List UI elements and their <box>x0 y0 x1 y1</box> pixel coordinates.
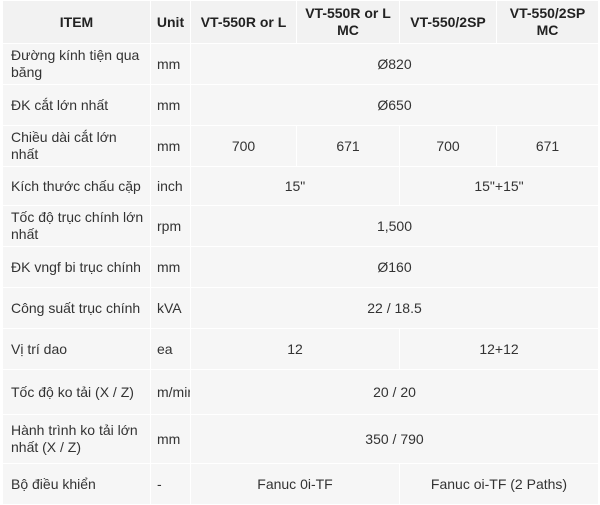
header-row: ITEM Unit VT-550R or L VT-550R or L MC V… <box>2 0 599 44</box>
row-item: Hành trình ko tải lớn nhất (X / Z) <box>2 414 151 464</box>
row-value: 15"+15" <box>399 166 599 206</box>
row-value: Ø820 <box>190 43 599 85</box>
table-row: Kích thước chấu cặp inch 15" 15"+15" <box>2 166 599 206</box>
row-item: Kích thước chấu cặp <box>2 166 151 206</box>
row-unit: mm <box>150 246 191 288</box>
row-item: Đường kính tiện qua băng <box>2 43 151 85</box>
table-row: Bộ điều khiển - Fanuc 0i-TF Fanuc oi-TF … <box>2 463 599 505</box>
row-unit: - <box>150 463 191 505</box>
row-value: 22 / 18.5 <box>190 287 599 329</box>
table-row: Vị trí dao ea 12 12+12 <box>2 328 599 370</box>
row-value: 15" <box>190 166 400 206</box>
table-row: Chiều dài cắt lớn nhất mm 700 671 700 67… <box>2 125 599 167</box>
header-item: ITEM <box>2 0 151 44</box>
header-model-4: VT-550/2SP MC <box>496 0 599 44</box>
row-item: Vị trí dao <box>2 328 151 370</box>
row-unit: mm <box>150 414 191 464</box>
row-unit: m/min <box>150 369 191 415</box>
row-item: Chiều dài cắt lớn nhất <box>2 125 151 167</box>
header-unit: Unit <box>150 0 191 44</box>
row-unit: rpm <box>150 205 191 247</box>
row-unit: ea <box>150 328 191 370</box>
row-unit: mm <box>150 125 191 167</box>
row-value: 12+12 <box>399 328 599 370</box>
table-row: Hành trình ko tải lớn nhất (X / Z) mm 35… <box>2 414 599 464</box>
table-row: ĐK vngf bi trục chính mm Ø160 <box>2 246 599 288</box>
row-item: Tốc độ ko tải (X / Z) <box>2 369 151 415</box>
row-value: 671 <box>496 125 599 167</box>
table-row: ĐK cắt lớn nhất mm Ø650 <box>2 84 599 126</box>
row-value: Ø160 <box>190 246 599 288</box>
row-value: Fanuc oi-TF (2 Paths) <box>399 463 599 505</box>
table-row: Tốc độ trục chính lớn nhất rpm 1,500 <box>2 205 599 247</box>
row-value: 671 <box>296 125 400 167</box>
header-model-1: VT-550R or L <box>190 0 297 44</box>
header-model-2: VT-550R or L MC <box>296 0 400 44</box>
row-value: 1,500 <box>190 205 599 247</box>
row-value: Fanuc 0i-TF <box>190 463 400 505</box>
row-value: 12 <box>190 328 400 370</box>
row-value: 700 <box>399 125 497 167</box>
header-model-3: VT-550/2SP <box>399 0 497 44</box>
row-value: 700 <box>190 125 297 167</box>
row-unit: mm <box>150 43 191 85</box>
row-item: ĐK vngf bi trục chính <box>2 246 151 288</box>
row-value: Ø650 <box>190 84 599 126</box>
row-unit: mm <box>150 84 191 126</box>
table-row: Công suất trục chính kVA 22 / 18.5 <box>2 287 599 329</box>
row-unit: inch <box>150 166 191 206</box>
row-item: Tốc độ trục chính lớn nhất <box>2 205 151 247</box>
row-value: 350 / 790 <box>190 414 599 464</box>
row-value: 20 / 20 <box>190 369 599 415</box>
row-item: Bộ điều khiển <box>2 463 151 505</box>
row-item: Công suất trục chính <box>2 287 151 329</box>
row-unit: kVA <box>150 287 191 329</box>
table-row: Đường kính tiện qua băng mm Ø820 <box>2 43 599 85</box>
row-item: ĐK cắt lớn nhất <box>2 84 151 126</box>
table-row: Tốc độ ko tải (X / Z) m/min 20 / 20 <box>2 369 599 415</box>
